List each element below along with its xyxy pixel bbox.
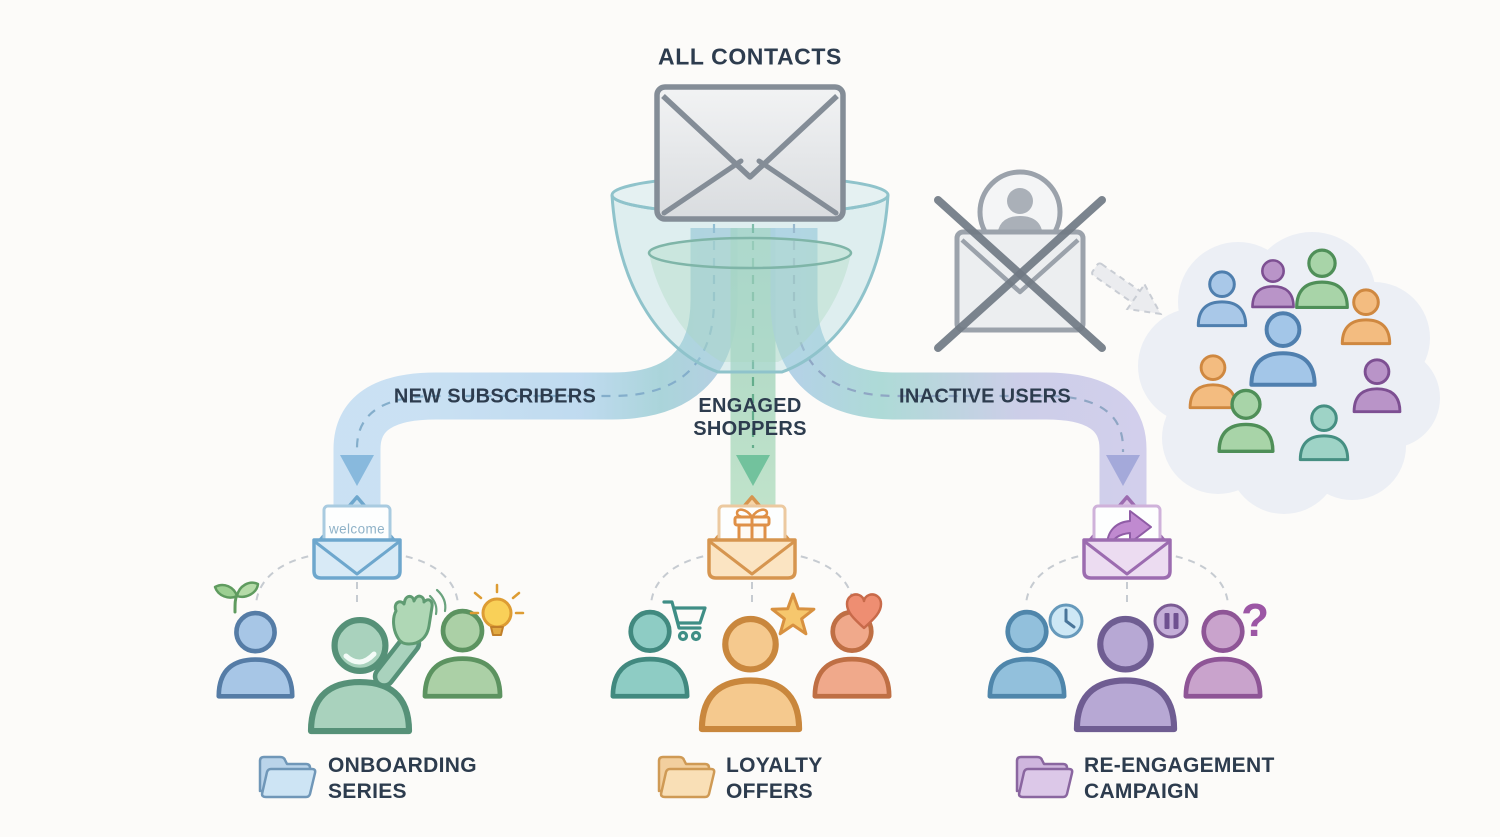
people-inactive-users [990, 603, 1260, 729]
folder-label-reengagement: RE-ENGAGEMENT CAMPAIGN [1084, 754, 1275, 803]
stream-new-subscribers [333, 224, 738, 512]
stream-engaged-shoppers [730, 224, 776, 512]
unsubscribed-envelope-icon [934, 169, 1106, 352]
all-contacts-envelope-icon [654, 84, 846, 222]
folder-label-loyalty: LOYALTY OFFERS [726, 754, 823, 803]
stream-label-engaged-shoppers: ENGAGED SHOPPERS [693, 395, 807, 440]
folder-icon [657, 755, 716, 799]
people-new-subscribers [213, 581, 525, 731]
person-icon [1077, 619, 1174, 729]
gift-envelope-icon [707, 495, 797, 580]
question-mark-icon: ? [1240, 594, 1270, 646]
shopping-cart-icon [662, 600, 707, 642]
arrowhead-icon [1106, 455, 1140, 486]
dashed-arrow-icon [1091, 262, 1163, 316]
gift-icon [733, 508, 771, 544]
forward-envelope-icon [1082, 495, 1172, 580]
cross-icon [934, 196, 1106, 352]
welcome-envelope-icon [312, 495, 402, 580]
audience-cloud-icon [1138, 232, 1440, 514]
folder-label-onboarding: ONBOARDING SERIES [328, 754, 477, 803]
seedling-icon [213, 581, 260, 614]
stream-label-inactive-users: INACTIVE USERS [898, 385, 1072, 408]
heart-icon [845, 593, 883, 630]
waving-hand-icon [392, 588, 447, 646]
star-icon [770, 592, 816, 636]
arrowhead-icon [736, 455, 770, 486]
person-icon [613, 612, 687, 696]
stream-label-new-subscribers: NEW SUBSCRIBERS [393, 385, 597, 408]
stream-inactive-users [770, 224, 1147, 512]
people-engaged-shoppers [613, 592, 889, 729]
clock-icon [1048, 603, 1084, 639]
welcome-letter-text: welcome [328, 521, 386, 537]
folder-icon [258, 755, 317, 799]
pause-icon [1153, 603, 1189, 639]
diagram-title: ALL CONTACTS [658, 43, 842, 70]
folder-icon [1015, 755, 1074, 799]
person-icon [702, 619, 799, 729]
arrowhead-icon [340, 455, 374, 486]
lightbulb-icon [469, 583, 525, 636]
person-icon [815, 612, 889, 696]
person-icon [219, 613, 292, 696]
